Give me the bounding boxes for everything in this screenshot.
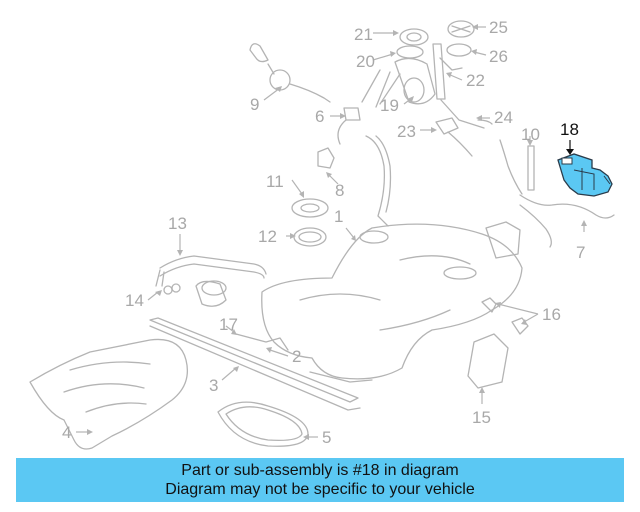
pressure-sensor [499, 139, 535, 195]
tank-strap [235, 333, 373, 383]
fuel-line [155, 255, 267, 287]
callout-4: 4 [62, 423, 71, 442]
callout-21: 21 [354, 25, 373, 44]
callout-12: 12 [258, 227, 277, 246]
callout-labels: 1 2 3 4 5 6 7 8 9 10 11 12 13 14 15 16 1… [62, 18, 585, 447]
callout-24: 24 [494, 108, 513, 127]
callout-6: 6 [315, 107, 324, 126]
heat-shield [29, 338, 189, 450]
support-bracket [149, 317, 361, 411]
callout-11: 11 [266, 172, 284, 191]
callout-15: 15 [472, 408, 491, 427]
callout-26: 26 [489, 47, 508, 66]
line-connector [163, 283, 181, 295]
callout-2: 2 [292, 347, 301, 366]
vent-tube [477, 119, 493, 125]
vent-valve [435, 117, 473, 157]
callout-10: 10 [521, 125, 540, 144]
callout-25: 25 [489, 18, 508, 37]
fuel-level-sender [432, 43, 485, 129]
fuel-pump-lock-ring [399, 28, 429, 46]
fuel-filter [195, 280, 227, 307]
banner-line-2: Diagram may not be specific to your vehi… [165, 481, 475, 498]
banner-line-1: Part or sub-assembly is #18 in diagram [181, 462, 459, 479]
callout-3: 3 [209, 376, 218, 395]
check-valve [337, 107, 361, 145]
leader-lines [76, 24, 587, 440]
callout-9: 9 [250, 95, 259, 114]
parts-diagram: 1 2 3 4 5 6 7 8 9 10 11 12 13 14 15 16 1… [29, 18, 615, 450]
hose-clamp [317, 147, 335, 169]
info-banner: Part or sub-assembly is #18 in diagram D… [16, 458, 624, 502]
callout-8: 8 [335, 181, 344, 200]
callout-13: 13 [168, 214, 187, 233]
callout-23: 23 [397, 122, 416, 141]
lock-ring [291, 198, 329, 218]
callout-20: 20 [356, 52, 375, 71]
retaining-clips [481, 297, 529, 335]
pump-seal [396, 45, 424, 59]
callout-17: 17 [219, 315, 238, 334]
fuel-pump-module [361, 57, 436, 108]
callout-7: 7 [576, 243, 585, 262]
callout-22: 22 [466, 71, 485, 90]
callout-14: 14 [125, 291, 144, 310]
callout-18: 18 [560, 120, 579, 139]
fuel-tank [261, 135, 523, 380]
callout-5: 5 [322, 428, 331, 447]
seal-ring [293, 227, 327, 247]
mounting-bracket [467, 333, 509, 389]
vent-line [519, 194, 615, 248]
access-cover [217, 401, 309, 447]
callout-1: 1 [334, 207, 343, 226]
fuel-sender-lock-ring [447, 20, 475, 38]
highlighted-component [557, 153, 613, 197]
sender-seal [446, 43, 472, 57]
vent-hose [249, 43, 331, 103]
callout-16: 16 [542, 305, 561, 324]
callout-19: 19 [380, 96, 399, 115]
